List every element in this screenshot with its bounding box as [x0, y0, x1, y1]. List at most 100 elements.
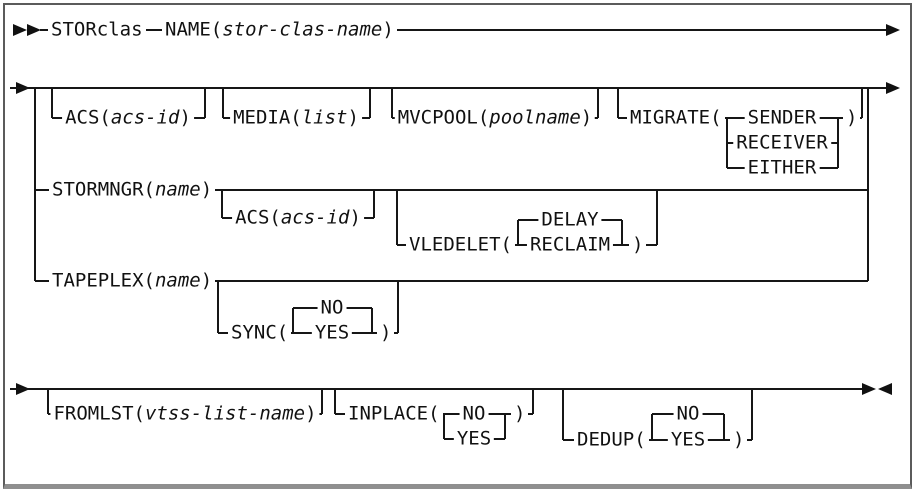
choice-junction: [443, 414, 445, 439]
connector: [204, 88, 206, 118]
connector: [47, 389, 49, 414]
rail-line: [40, 29, 886, 31]
param-vledelet-close: ): [629, 234, 647, 256]
choice-junction: [723, 414, 725, 440]
param-fromlst-close: ): [305, 402, 317, 425]
param-name: NAME(stor-clas-name): [162, 18, 397, 41]
param-media-kw: MEDIA(: [233, 106, 302, 129]
param-migrate-kw: MIGRATE(: [627, 107, 725, 129]
connector: [217, 281, 219, 333]
param-tapeplex-kw: TAPEPLEX(: [52, 269, 155, 292]
connector: [321, 389, 323, 414]
param-acs-var: acs-id: [110, 106, 180, 129]
param-mvcpool-close: ): [580, 106, 593, 129]
param-acs2: ACS(acs-id): [232, 206, 364, 229]
option-dedup-yes: YES: [667, 429, 709, 451]
choice-junction: [517, 220, 519, 245]
param-stormngr-kw: STORMNGR(: [52, 178, 155, 201]
param-acs2-kw: ACS(: [235, 206, 281, 229]
choice-junction: [292, 308, 294, 333]
param-media-var: list: [301, 106, 348, 129]
rail-line: [10, 388, 862, 390]
option-inplace-no: NO: [459, 403, 489, 425]
connector: [562, 389, 564, 440]
option-receiver: RECEIVER: [733, 132, 831, 154]
option-either: EITHER: [744, 157, 820, 179]
param-fromlst-kw: FROMLST(: [53, 402, 145, 425]
param-media: MEDIA(list): [230, 106, 362, 129]
param-media-close: ): [347, 106, 359, 129]
param-inplace-kw: INPLACE(: [345, 403, 443, 425]
param-dedup-close: ): [730, 429, 748, 451]
rail-line: [35, 189, 868, 191]
param-sync-close: ): [377, 322, 395, 344]
branch-line: [618, 117, 862, 119]
connector: [222, 88, 224, 118]
param-vledelet-kw: VLEDELET(: [406, 234, 515, 256]
start-arrow-icon: [27, 24, 41, 36]
option-sync-no: NO: [317, 297, 347, 319]
connector: [751, 389, 753, 440]
param-mvcpool: MVCPOOL(poolname): [394, 106, 596, 129]
rail-line: [10, 87, 886, 89]
option-sender: SENDER: [744, 107, 820, 129]
connector: [397, 281, 399, 333]
rail-line: [35, 280, 868, 282]
param-fromlst: FROMLST(vtss-list-name): [50, 402, 320, 425]
param-tapeplex: TAPEPLEX(name): [49, 269, 216, 292]
continue-arrow-icon: [886, 82, 900, 94]
param-name-kw: NAME(: [165, 18, 223, 41]
connector: [334, 389, 336, 414]
connector: [656, 190, 658, 245]
param-mvcpool-var: poolname: [489, 106, 581, 129]
param-acs-close: ): [179, 106, 191, 129]
param-sync-kw: SYNC(: [228, 322, 292, 344]
option-delay: DELAY: [538, 209, 602, 231]
connector: [396, 190, 398, 245]
param-acs2-var: acs-id: [280, 206, 350, 229]
command-keyword: STORclas: [48, 18, 146, 41]
connector: [391, 88, 393, 118]
connector: [373, 190, 375, 218]
param-stormngr: STORMNGR(name): [49, 178, 216, 201]
param-acs2-close: ): [349, 206, 361, 229]
choice-junction: [651, 414, 653, 440]
branch-line: [218, 332, 398, 334]
command-text: STORclas: [51, 18, 143, 41]
option-sync-yes: YES: [311, 322, 353, 344]
end-arrow-icon: [878, 383, 892, 395]
param-tapeplex-close: ): [200, 269, 213, 292]
option-reclaim: RECLAIM: [526, 234, 614, 256]
param-fromlst-var: vtss-list-name: [144, 402, 306, 425]
connector: [369, 88, 371, 118]
option-dedup-no: NO: [673, 403, 703, 425]
start-arrow-icon: [13, 24, 27, 36]
branch-trunk-right: [867, 88, 869, 281]
choice-junction: [504, 414, 506, 439]
end-arrow-icon: [862, 383, 876, 395]
connector: [861, 88, 863, 118]
param-migrate-close: ): [843, 107, 861, 129]
choice-junction: [621, 220, 623, 245]
connector: [597, 88, 599, 118]
param-stormngr-close: ): [200, 178, 213, 201]
connector: [51, 88, 53, 118]
param-acs-kw: ACS(: [65, 106, 111, 129]
branch-line: [563, 439, 752, 441]
param-inplace-close: ): [511, 403, 529, 425]
connector: [617, 88, 619, 118]
connector: [221, 190, 223, 218]
param-tapeplex-var: name: [154, 269, 201, 292]
param-stormngr-var: name: [154, 178, 201, 201]
choice-junction: [371, 308, 373, 333]
connector: [532, 389, 534, 414]
branch-trunk-left: [34, 88, 36, 281]
option-inplace-yes: YES: [453, 428, 495, 450]
choice-junction: [837, 118, 839, 168]
param-acs: ACS(acs-id): [62, 106, 194, 129]
param-name-var: stor-clas-name: [222, 18, 383, 41]
param-name-close: ): [382, 18, 394, 41]
param-mvcpool-kw: MVCPOOL(: [397, 106, 490, 129]
continue-arrow-icon: [886, 24, 900, 36]
